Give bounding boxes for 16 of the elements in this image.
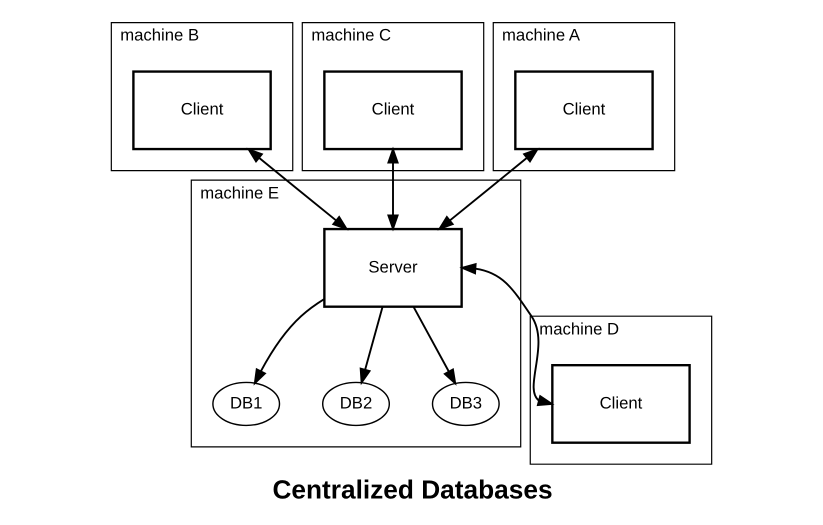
node-box: Client [323, 70, 463, 150]
arrow [387, 146, 399, 232]
node-box: Client [514, 70, 654, 150]
node-ellipse: DB2 [322, 382, 390, 426]
arrow [360, 306, 384, 386]
arrow [254, 298, 325, 386]
arrow [437, 148, 540, 231]
diagram-title: Centralized Databases [272, 474, 553, 504]
arrow [246, 148, 349, 231]
arrow [459, 262, 555, 406]
node-box: Client [132, 70, 272, 150]
node-ellipse: DB1 [212, 382, 280, 426]
node-ellipse: DB3 [432, 382, 500, 426]
node-box: Server [323, 228, 463, 308]
node-box: Client [551, 364, 691, 444]
arrow [412, 306, 457, 386]
